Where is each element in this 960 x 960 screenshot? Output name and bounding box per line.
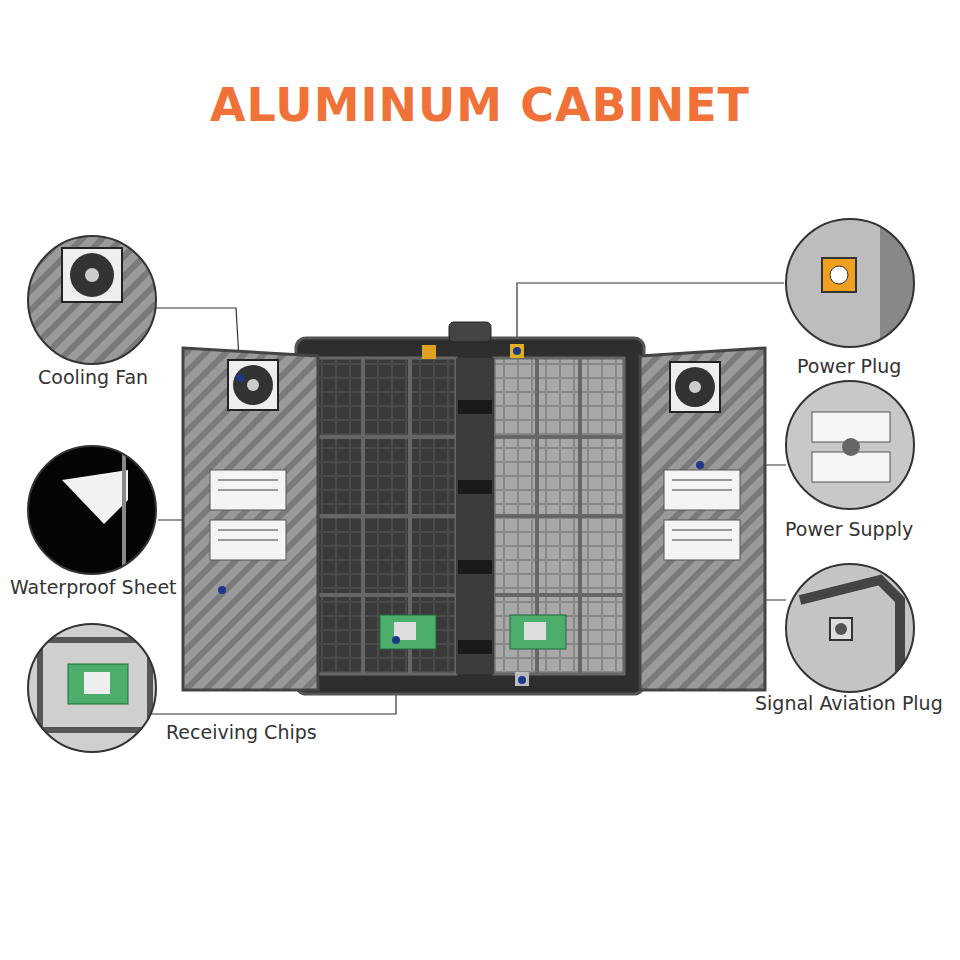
part-label: Receiving Chips <box>166 721 317 743</box>
cabinet-body <box>183 322 765 694</box>
part-label: Waterproof Sheet <box>10 576 177 598</box>
part-label: Power Supply <box>785 518 913 540</box>
part-label: Signal Aviation Plug <box>755 692 943 714</box>
leader-lines <box>150 283 786 714</box>
part-label: Cooling Fan <box>38 366 148 388</box>
page-title: ALUMINUM CABINET <box>210 78 750 132</box>
part-label: Power Plug <box>797 355 901 377</box>
detail-circles <box>20 215 930 770</box>
